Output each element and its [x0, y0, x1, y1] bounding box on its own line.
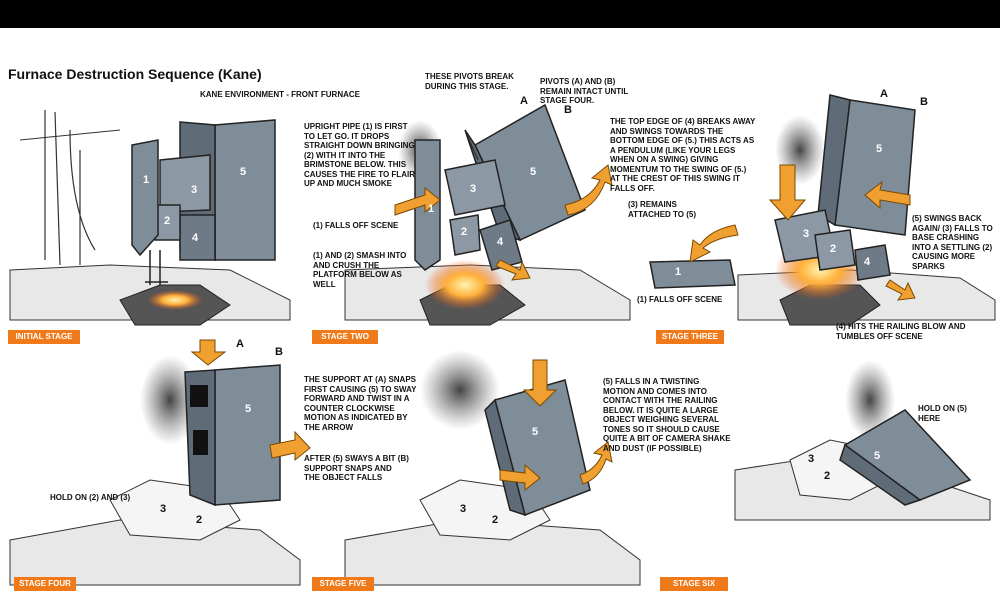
stage-label-three: STAGE THREE — [656, 330, 724, 344]
smoke — [845, 360, 895, 440]
arrow-down — [190, 339, 227, 366]
label-4: 4 — [497, 236, 504, 248]
stage-label-initial: INITIAL STAGE — [8, 330, 80, 344]
arrow-falls-off — [394, 186, 441, 216]
pipe-1 — [131, 139, 159, 257]
brimstone-fire — [147, 290, 203, 310]
arrow-railing — [885, 279, 916, 301]
label-b: B — [275, 346, 283, 358]
panel-stage-three — [649, 94, 996, 326]
label-1: 1 — [428, 203, 435, 215]
stage-label-four: STAGE FOUR — [14, 577, 76, 591]
label-b: B — [564, 104, 572, 116]
panel-initial-stage — [9, 110, 291, 326]
arrow-swing — [564, 164, 613, 216]
label-b: B — [920, 96, 928, 108]
panel-stage-five — [344, 350, 641, 586]
label-2: 2 — [830, 243, 837, 255]
piece-4 — [854, 244, 891, 281]
page-title: Furnace Destruction Sequence (Kane) — [8, 66, 262, 82]
note-support-a-snaps: The support at (A) snaps first causing (… — [304, 375, 417, 432]
note-swings-back: (5) Swings back again/ (3) falls to base… — [912, 214, 993, 271]
piece-2 — [814, 229, 856, 271]
arrow-falls-off-scene — [689, 224, 739, 263]
note-falls-off-scene: (1) Falls off scene — [313, 221, 399, 230]
cables — [44, 110, 96, 266]
note-support-b-snaps: After (5) sways a bit (B) support snaps … — [304, 454, 409, 482]
label-3: 3 — [808, 453, 815, 465]
label-2: 2 — [492, 514, 499, 526]
note-smash-platform: (1) and (2) smash into and crush the pla… — [313, 251, 407, 289]
label-3: 3 — [191, 184, 198, 196]
arrow-down — [522, 359, 558, 407]
pipe-1-connector — [145, 250, 168, 285]
note-pivots-break: These pivots break during this stage. — [425, 72, 514, 91]
label-4: 4 — [192, 232, 199, 244]
note-pivots-intact: Pivots (A) and (B) remain intact until s… — [540, 77, 629, 105]
label-1: 1 — [675, 266, 682, 278]
pivot-leader — [466, 134, 479, 161]
label-5: 5 — [245, 403, 252, 415]
piece-4 — [179, 214, 216, 261]
label-a: A — [520, 95, 528, 107]
arrow-twist-left — [499, 463, 541, 492]
stage-label-six: STAGE SIX — [660, 577, 728, 591]
platform — [9, 519, 301, 586]
piece-5 — [214, 364, 281, 506]
top-black-bar — [0, 0, 1000, 28]
label-5: 5 — [532, 426, 539, 438]
note-hits-railing: (4) Hits the railing blow and tumbles of… — [836, 322, 966, 341]
panel-stage-four — [9, 339, 311, 586]
label-1: 1 — [143, 174, 150, 186]
pipe-1-fallen — [649, 259, 736, 289]
arrow-twist — [269, 430, 311, 462]
panel-stage-six — [734, 360, 991, 521]
note-hold-5: Hold on (5) here — [918, 404, 967, 423]
label-5: 5 — [240, 166, 247, 178]
note-hold-2-3: Hold on (2) and (3) — [50, 493, 131, 502]
note-3-attached: (3) Remains attached to (5) — [628, 200, 696, 219]
piece-3 — [444, 159, 506, 216]
note-falls-off-scene: (1) Falls off scene — [637, 295, 723, 304]
label-3: 3 — [803, 228, 810, 240]
label-2: 2 — [461, 226, 468, 238]
label-4: 4 — [864, 256, 871, 268]
label-2: 2 — [196, 514, 203, 526]
piece-2 — [449, 214, 481, 256]
stage-label-five: STAGE FIVE — [312, 577, 374, 591]
label-3: 3 — [160, 503, 167, 515]
piece-5 — [214, 119, 276, 261]
arrow-smash — [495, 259, 531, 281]
label-a: A — [236, 338, 244, 350]
rail-top — [19, 129, 121, 141]
stage-label-two: STAGE TWO — [312, 330, 378, 344]
label-2: 2 — [164, 215, 171, 227]
piece-3 — [159, 154, 211, 213]
arrow-twist-right — [579, 441, 613, 485]
fire-flare — [425, 260, 505, 310]
note-falls-twisting: (5) Falls in a twisting motion and comes… — [603, 377, 731, 453]
piece-5-hole-bottom — [193, 430, 208, 455]
smoke — [420, 350, 500, 430]
label-5: 5 — [876, 143, 883, 155]
label-2: 2 — [824, 470, 831, 482]
arrow-down — [768, 164, 807, 221]
label-3: 3 — [470, 183, 477, 195]
label-a: A — [880, 88, 888, 100]
label-3: 3 — [460, 503, 467, 515]
subtitle: KANE ENVIRONMENT - FRONT FURNACE — [200, 90, 360, 99]
panel-stage-two — [344, 103, 631, 326]
note-upright-pipe: Upright pipe (1) is first to let go. It … — [304, 122, 415, 188]
piece-5-hole-top — [190, 385, 208, 407]
label-5: 5 — [530, 166, 537, 178]
piece-5-fallen-side — [839, 443, 922, 506]
label-5: 5 — [874, 450, 881, 462]
arrow-swing-back — [864, 180, 911, 210]
note-top-edge: The top edge of (4) breaks away and swin… — [610, 117, 756, 193]
piece-5-side — [817, 94, 851, 227]
